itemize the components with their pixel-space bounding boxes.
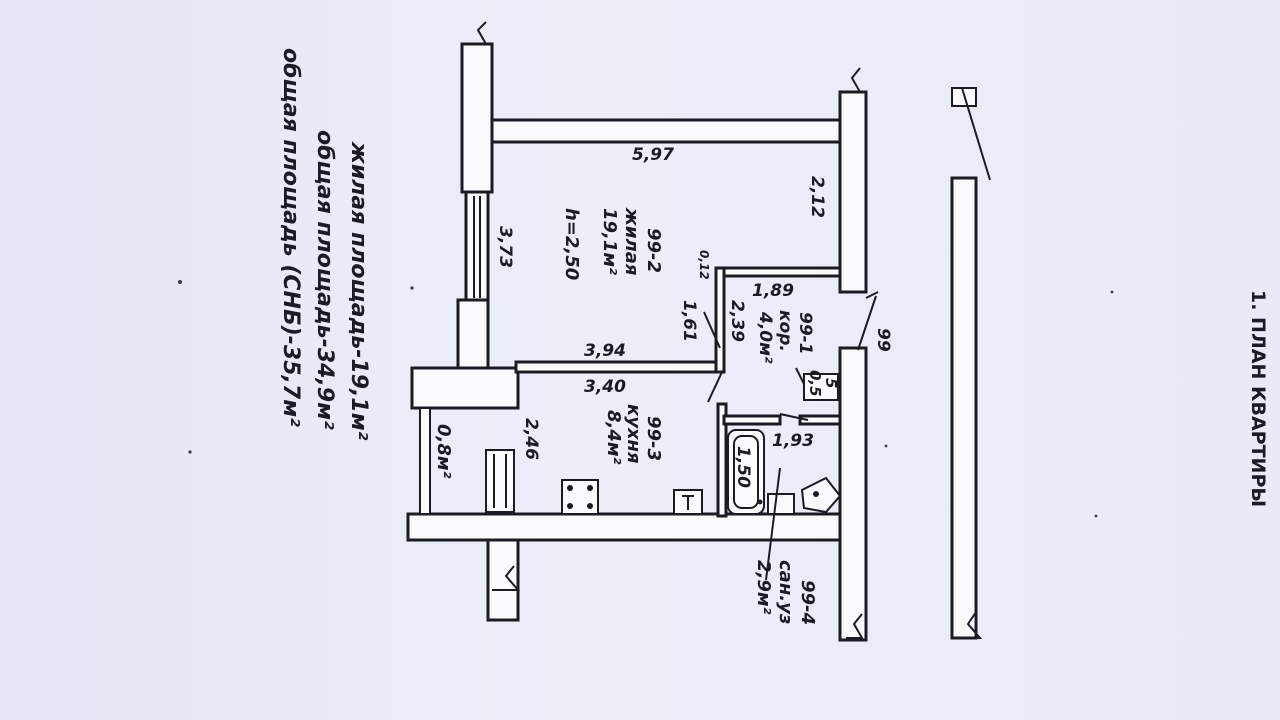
exterior-wall — [950, 176, 978, 640]
room-kitchen-area: 8,4м² — [603, 410, 624, 465]
room-corridor-area: 4,0м² — [755, 311, 775, 364]
wall-bottom — [406, 512, 842, 542]
partition-corridor-top — [716, 266, 842, 278]
wall-right-lower — [838, 346, 868, 642]
partition-bath-left — [716, 402, 728, 518]
scan-specks — [178, 280, 1114, 518]
room-bathroom-area: 2,9м² — [753, 560, 774, 615]
wall-bottom-left — [486, 538, 520, 622]
room-bathroom-name: сан.уз — [775, 560, 796, 624]
room-kitchen-name: кухня — [623, 404, 644, 464]
room-bathroom: 99-4 сан.уз 2,9м² — [753, 560, 818, 625]
room-balcony-area: 0,8м² — [433, 424, 454, 479]
summary-living-area: жилая площадь-19,1м² — [346, 141, 371, 441]
room-kitchen-code: 99-3 — [643, 416, 664, 461]
break-marks — [470, 21, 983, 639]
room-corridor-name: кор. — [775, 310, 795, 352]
dim-door-gap: 0,12 — [697, 250, 711, 280]
kitchen-stove — [561, 479, 599, 515]
bath-sink — [767, 493, 795, 515]
dim-bath-width: 1,93 — [772, 431, 814, 451]
room-living-height: h=2,50 — [561, 208, 582, 280]
balcony-top-wall — [410, 366, 520, 410]
fixtures — [561, 429, 842, 581]
partition-bath-top-r — [798, 414, 842, 426]
summary-total-area: общая площадь-34,9м² — [312, 130, 337, 430]
room-living: 99-2 жилая 19,1м² h=2,50 — [561, 207, 664, 280]
wall-left-mid — [456, 298, 490, 372]
dim-bathtub: 1,50 — [733, 446, 753, 488]
wall-left-upper — [460, 42, 494, 194]
partition-living-kitchen — [514, 360, 724, 374]
niche — [803, 373, 839, 401]
kitchen-window — [485, 449, 515, 513]
dim-living-width: 3,73 — [495, 226, 515, 268]
dim-living-length: 5,97 — [632, 145, 674, 165]
room-corridor-code: 99-1 — [795, 312, 815, 355]
doors — [703, 291, 879, 421]
partition-bath-top — [722, 414, 782, 426]
walls — [406, 42, 991, 642]
dim-corridor-width: 2,39 — [727, 300, 747, 342]
dim-kitchen-length: 3,40 — [584, 377, 626, 397]
dim-niche-a: 5 — [822, 378, 840, 388]
window-left — [464, 190, 490, 304]
room-living-area: 19,1м² — [599, 208, 620, 275]
plan-title: 1. ПЛАН КВАРТИРЫ — [1247, 290, 1269, 507]
dim-corridor-length: 1,89 — [752, 281, 794, 301]
wall-right-upper — [838, 90, 868, 294]
room-kitchen: 99-3 кухня 8,4м² — [603, 404, 664, 465]
room-bathroom-code: 99-4 — [797, 580, 818, 625]
dim-corridor-b: 1,61 — [679, 300, 699, 342]
summary-total-area-snb: общая площадь (СНБ)-35,7м² — [278, 48, 303, 427]
dim-living-inner: 3,94 — [584, 341, 626, 361]
dim-niche-b: 0,5 — [806, 370, 824, 397]
dim-top-small: 2,12 — [807, 176, 827, 218]
toilet — [800, 476, 842, 514]
balcony-rail — [419, 407, 431, 515]
dimensions: 5,97 3,73 3,94 2,12 1,89 2,39 0,12 1,61 … — [495, 145, 893, 488]
room-corridor: 99-1 кор. 4,0м² — [755, 310, 815, 364]
wall-top — [490, 118, 842, 144]
partition-corridor-left — [714, 266, 726, 374]
room-living-name: жилая — [621, 207, 642, 276]
room-living-code: 99-2 — [643, 228, 664, 273]
flat-number: 99 — [873, 328, 893, 352]
dim-kitchen-width: 2,46 — [521, 418, 541, 460]
